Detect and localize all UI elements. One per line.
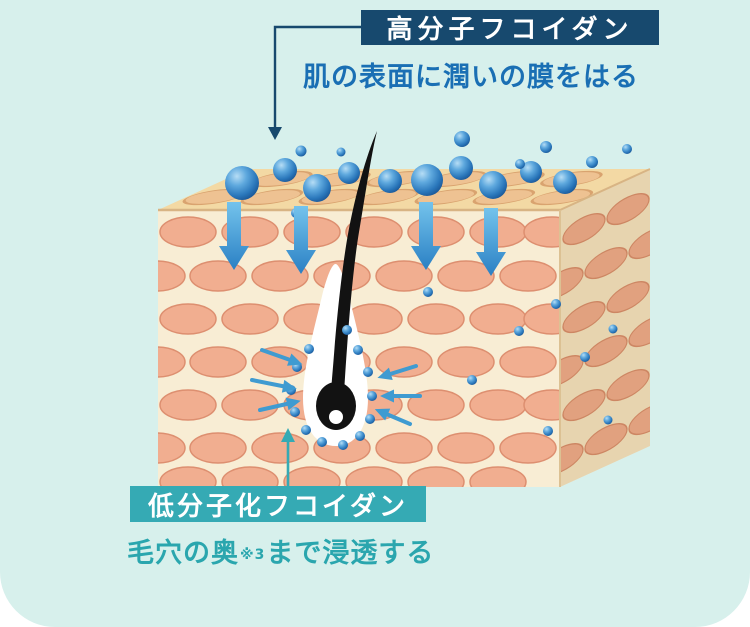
top-label-box: 高分子フコイダン — [361, 10, 659, 45]
bottom-caption-tail: まで浸透する — [266, 538, 435, 569]
bottom-caption: 毛穴の奥※3まで浸透する — [127, 531, 434, 570]
hair-bulb-highlight — [329, 410, 343, 424]
footnote-ref: ※3 — [240, 547, 266, 563]
fucoidan-sphere — [378, 169, 402, 193]
fucoidan-spheres-floating — [295, 131, 632, 169]
fucoidan-spheres-surface — [225, 156, 577, 202]
fucoidan-sphere — [553, 170, 577, 194]
fucoidan-sphere — [479, 171, 507, 199]
front-face-cells — [158, 216, 560, 487]
bottom-label-text: 低分子化フコイダン — [148, 491, 408, 522]
hair-bulb — [316, 382, 356, 430]
fucoidan-sphere — [225, 166, 259, 200]
fucoidan-sphere — [411, 164, 443, 196]
penetration-arrows — [250, 348, 422, 426]
hair — [316, 131, 377, 430]
surface-side-edge — [559, 168, 651, 211]
skin-block — [158, 168, 651, 487]
top-label-text: 高分子フコイダン — [386, 15, 634, 45]
bottom-label-box: 低分子化フコイダン — [130, 486, 426, 522]
top-caption: 肌の表面に潤いの膜をはる — [303, 62, 639, 93]
top-connector-arrow — [268, 25, 362, 140]
side-face-cells — [560, 169, 650, 487]
bottom-caption-head: 毛穴の奥 — [127, 538, 239, 569]
fucoidan-sphere — [303, 174, 331, 202]
fucoidan-sphere — [338, 162, 360, 184]
fucoidan-sphere — [520, 161, 542, 183]
fucoidan-sphere — [449, 156, 473, 180]
bottom-connector-arrow — [281, 428, 295, 486]
fucoidan-particles-scattered — [291, 208, 618, 436]
hair-shaft — [330, 131, 377, 400]
fucoidan-sphere — [273, 158, 297, 182]
absorption-arrows — [219, 202, 506, 276]
